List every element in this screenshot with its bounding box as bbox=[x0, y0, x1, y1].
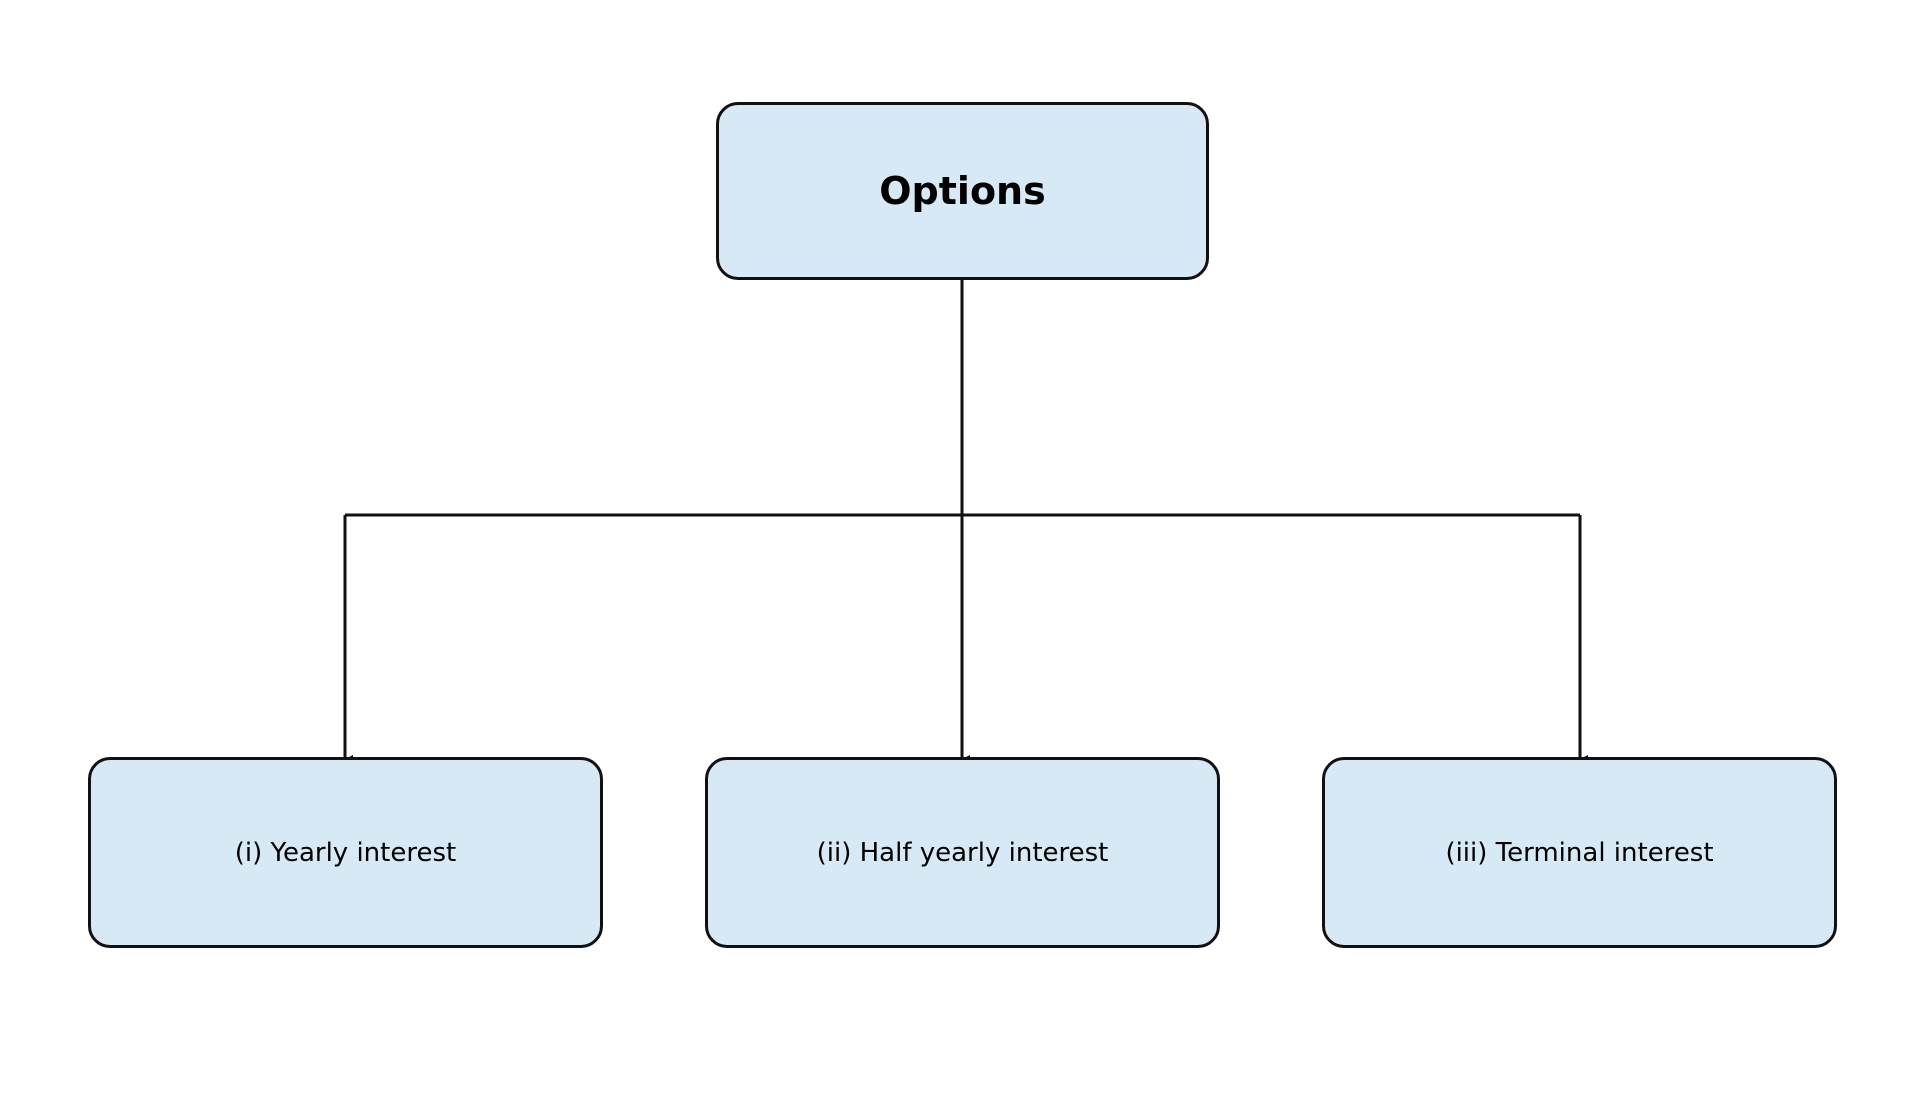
child-node-label: (iii) Terminal interest bbox=[1445, 837, 1714, 868]
child-node-label: (ii) Half yearly interest bbox=[816, 837, 1109, 868]
child-node-label: (i) Yearly interest bbox=[234, 837, 457, 868]
child-node-yearly-interest: (i) Yearly interest bbox=[88, 757, 603, 948]
child-node-terminal-interest: (iii) Terminal interest bbox=[1322, 757, 1837, 948]
child-node-half-yearly-interest: (ii) Half yearly interest bbox=[705, 757, 1220, 948]
root-node-label: Options bbox=[879, 169, 1046, 213]
root-node-options: Options bbox=[716, 102, 1209, 280]
